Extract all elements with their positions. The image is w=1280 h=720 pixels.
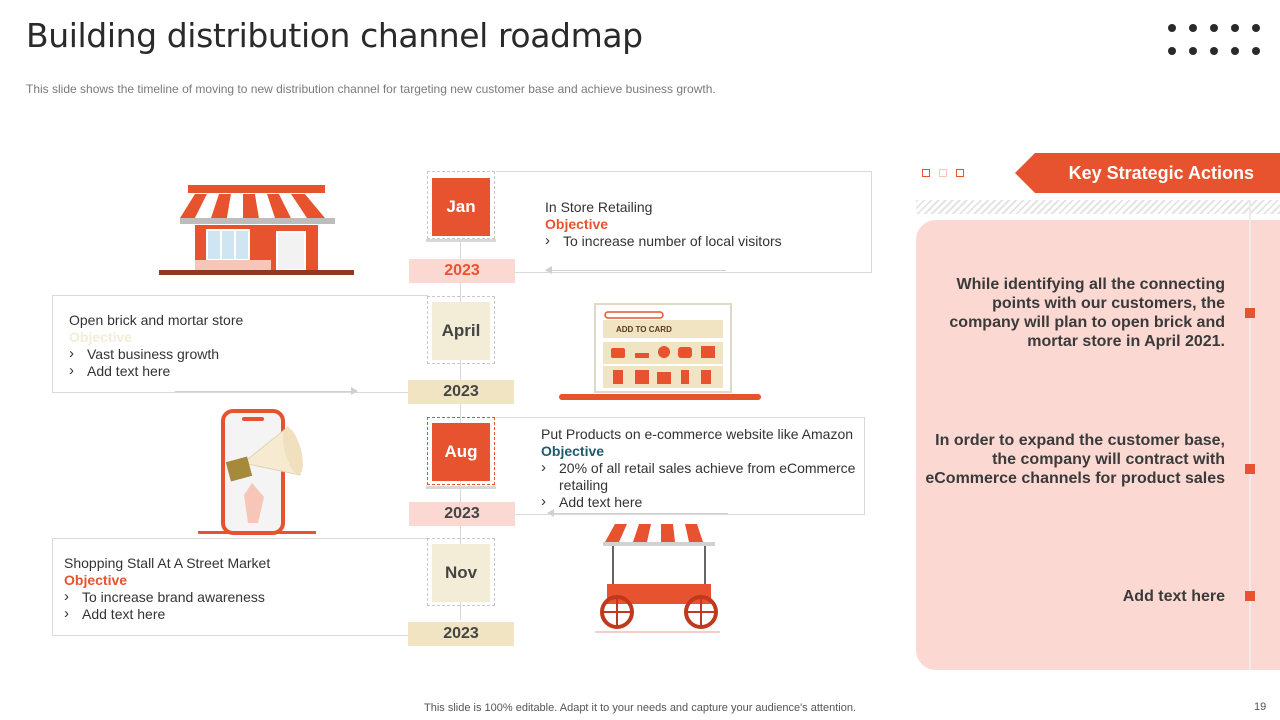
footer-note: This slide is 100% editable. Adapt it to…	[424, 702, 856, 714]
year-jan: 2023	[409, 259, 515, 283]
card-bullet: Add text here	[69, 362, 409, 380]
page-title: Building distribution channel roadmap	[26, 16, 643, 55]
year-aug: 2023	[409, 502, 515, 526]
laptop-button-label: ADD TO CARD	[616, 325, 672, 334]
strategy-item: While identifying all the connecting poi…	[949, 276, 1225, 350]
store-icon	[159, 185, 354, 275]
strategy-item: Add text here	[1122, 588, 1225, 605]
month-jan: Jan	[432, 178, 490, 236]
panel-line	[1249, 200, 1251, 670]
card-title: In Store Retailing	[545, 199, 653, 215]
card-bullet: Add text here	[64, 605, 404, 623]
year-april: 2023	[408, 380, 514, 404]
phone-megaphone-icon	[198, 409, 316, 535]
arrow-left	[547, 509, 728, 517]
arrow-left	[545, 266, 726, 274]
page-subtitle: This slide shows the timeline of moving …	[26, 82, 716, 96]
decorative-hatch	[916, 200, 1280, 214]
card-title: Shopping Stall At A Street Market	[64, 555, 271, 571]
timeline-card-aug: Put Products on e-commerce website like …	[496, 417, 865, 515]
strategy-marker	[1245, 591, 1255, 601]
arrow-right	[175, 387, 358, 395]
card-bullet: To increase brand awareness	[64, 588, 404, 606]
card-bullet: Vast business growth	[69, 345, 409, 363]
page-number: 19	[1254, 701, 1267, 713]
timeline-card-jan: In Store Retailing Objective To increase…	[496, 171, 872, 273]
card-title: Put Products on e-commerce website like …	[541, 426, 854, 442]
timeline-card-nov: Shopping Stall At A Street Market Object…	[52, 538, 428, 636]
card-bullet: Add text here	[541, 493, 861, 511]
month-aug: Aug	[432, 423, 490, 481]
card-objective: Objective	[69, 329, 133, 345]
strategy-marker	[1245, 464, 1255, 474]
strategy-panel	[916, 220, 1280, 670]
decorative-dots	[1168, 24, 1260, 56]
card-bullet: 20% of all retail sales achieve from eCo…	[541, 459, 861, 494]
month-april: April	[432, 302, 490, 360]
card-title: Open brick and mortar store	[69, 312, 244, 328]
card-objective: Objective	[545, 216, 609, 232]
timeline-card-april: Open brick and mortar store Objective Va…	[52, 295, 428, 393]
year-nov: 2023	[408, 622, 514, 646]
key-strategic-actions-banner: Key Strategic Actions	[1015, 153, 1280, 193]
market-cart-icon	[595, 524, 720, 633]
card-objective: Objective	[541, 443, 605, 459]
month-nov: Nov	[432, 544, 490, 602]
strategy-item: In order to expand the customer base, th…	[925, 432, 1225, 487]
card-bullet: To increase number of local visitors	[545, 232, 865, 250]
strategy-marker	[1245, 308, 1255, 318]
laptop-shop-icon	[559, 303, 761, 400]
card-objective: Objective	[64, 572, 128, 588]
